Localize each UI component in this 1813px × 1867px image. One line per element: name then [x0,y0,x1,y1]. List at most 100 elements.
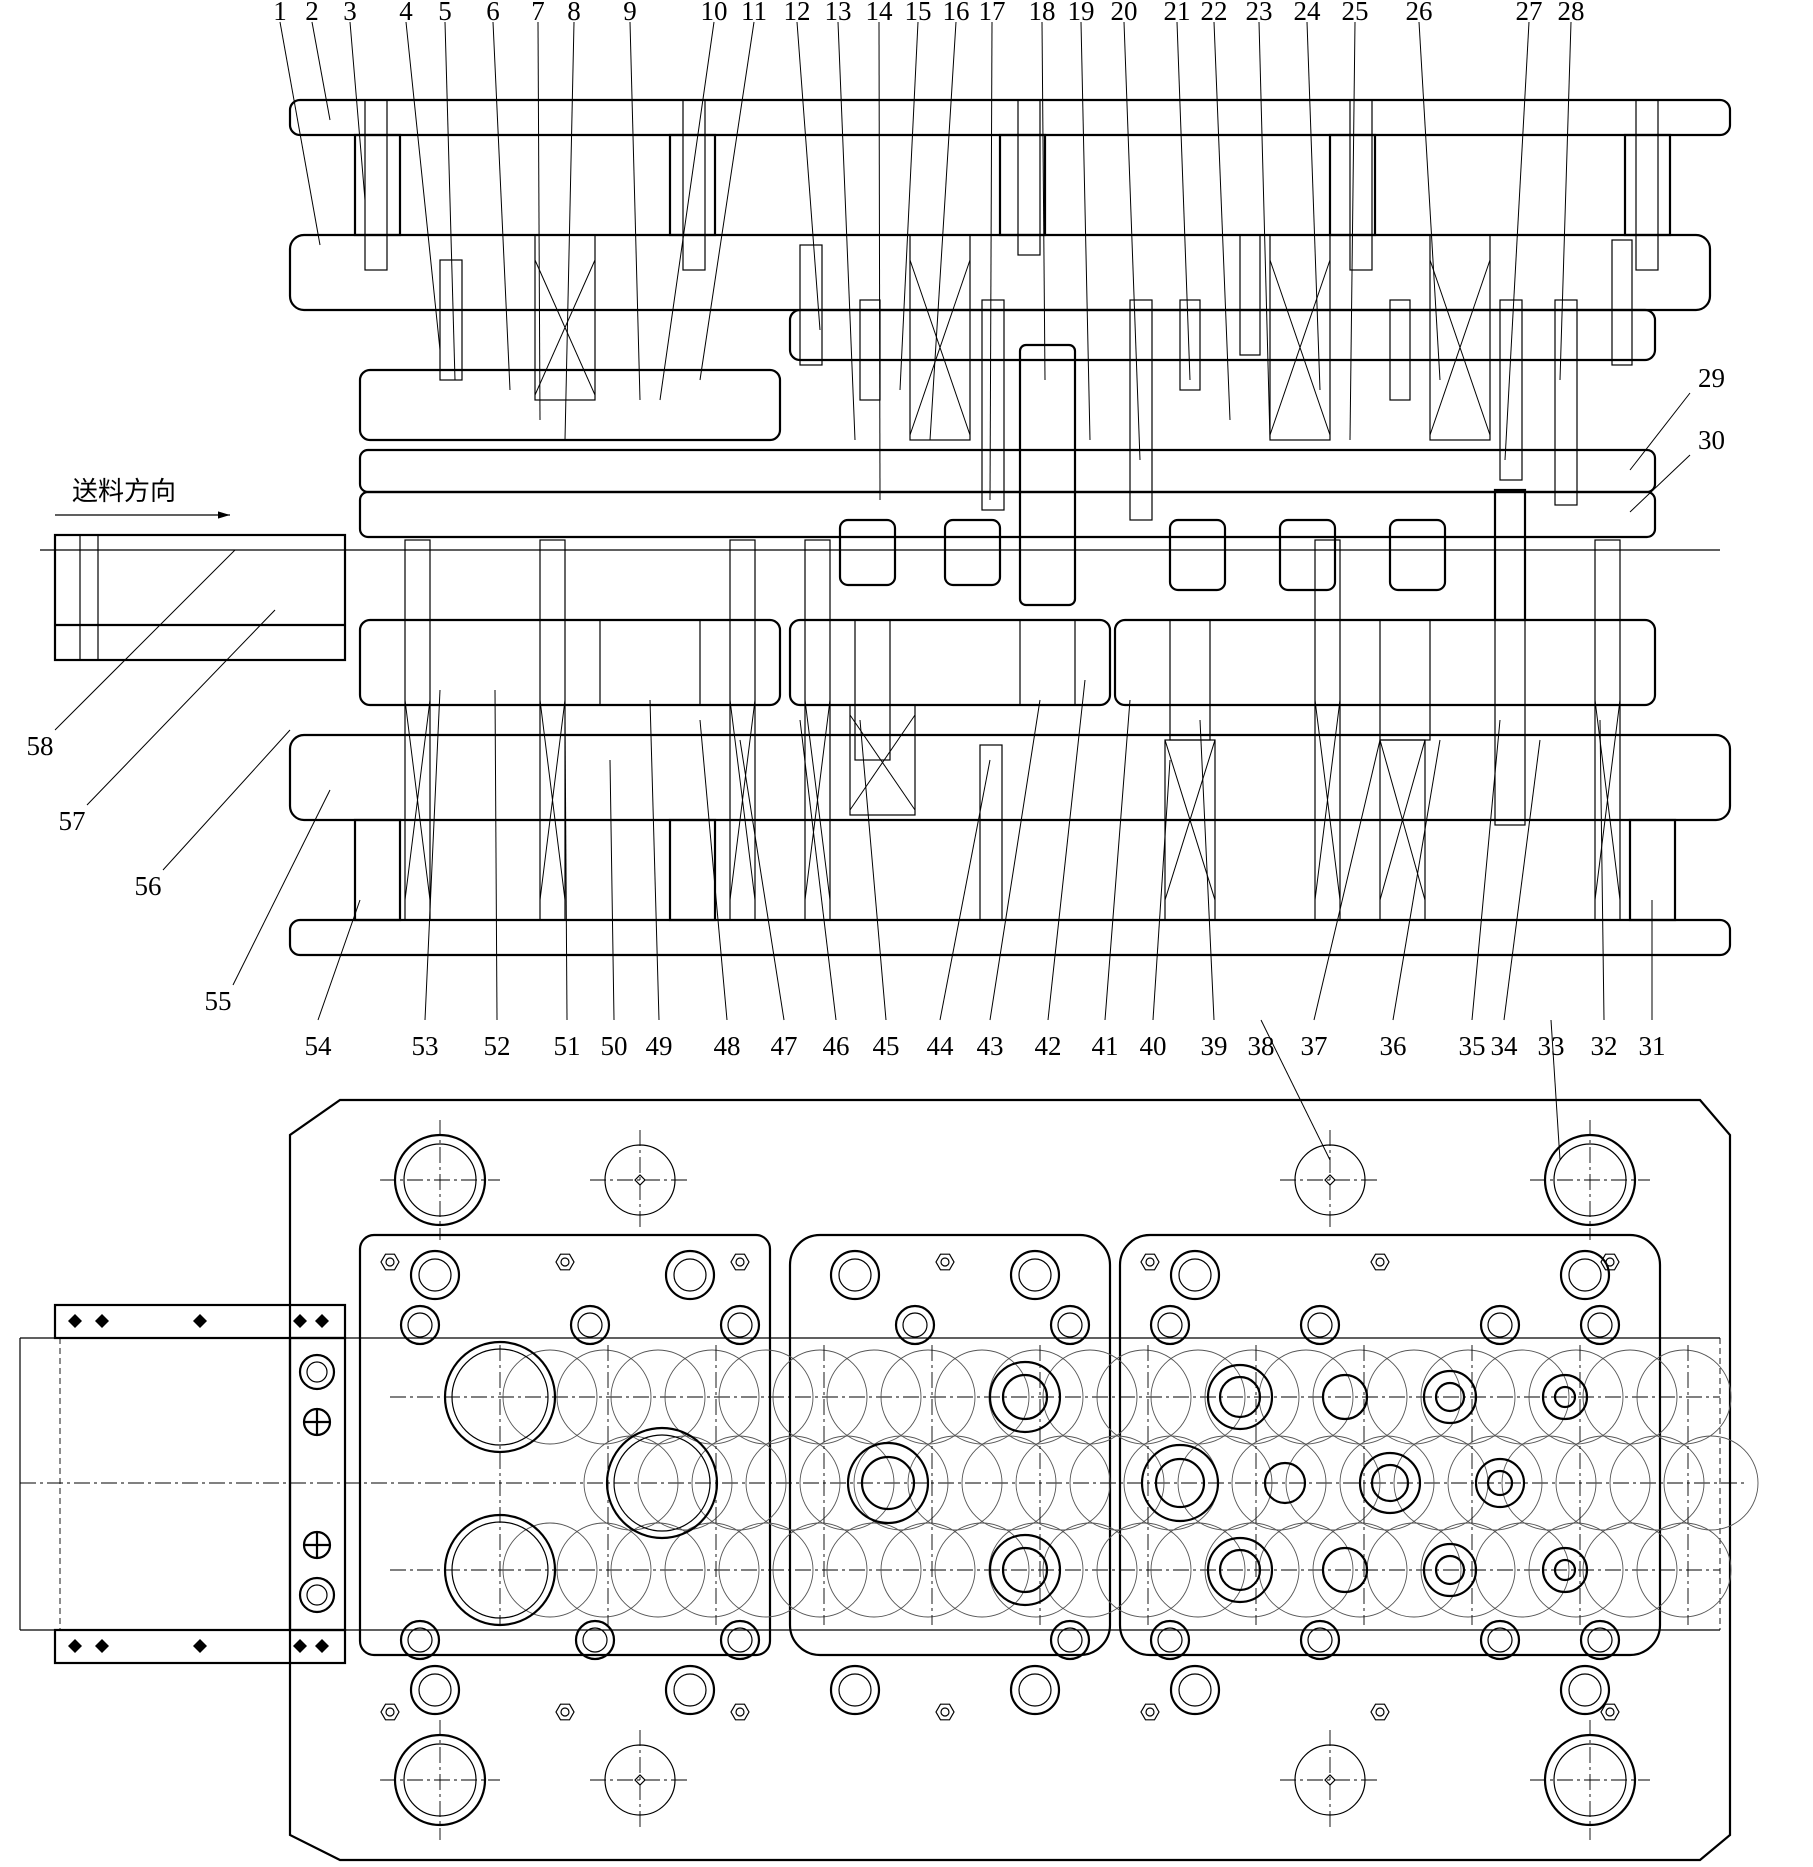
screw-socket [1178,1673,1212,1707]
screw-head [399,1619,441,1661]
screw-socket [577,1312,603,1338]
stripper-plate-lower [358,490,1657,539]
plan-view [19,1098,1759,1862]
screw-head [1149,1304,1191,1346]
strip-blank-outline [502,1522,598,1618]
callout-leader [1104,699,1131,1021]
strip-blank-outline [1042,1522,1138,1618]
screw-head [664,1249,716,1301]
callout-leader [989,699,1041,1021]
callout-number: 23 [1246,0,1273,26]
blanking-station [605,1426,719,1540]
screw-socket [1568,1673,1602,1707]
callout-number: 2 [305,0,319,26]
strip-blank-outline [664,1522,760,1618]
side-plate-screw [298,1576,336,1614]
callout-number: 49 [646,1031,673,1061]
callout-leader [1629,392,1691,471]
callout-leader [1213,21,1231,421]
hex-nut [380,1253,400,1271]
screw-socket [838,1258,872,1292]
screw-head [1049,1619,1091,1661]
lower-die-shoe [288,733,1732,822]
hex-nut [1140,1253,1160,1271]
plan-features [68,1120,1759,1840]
screw-socket [418,1258,452,1292]
callout-number: 58 [27,731,54,761]
guide-rail-top [53,1303,347,1340]
callout-number: 26 [1406,0,1433,26]
draw-station [1541,1546,1589,1594]
upper-spacer-blocks [353,133,1672,237]
callout-number: 6 [486,0,500,26]
callout-number: 53 [412,1031,439,1061]
screw-head [399,1304,441,1346]
hex-nut [1370,1703,1390,1721]
callout-number: 48 [714,1031,741,1061]
screw-head [1479,1304,1521,1346]
callout-leader [279,21,321,246]
callout-number: 50 [601,1031,628,1061]
screw-socket [407,1627,433,1653]
draw-station [1206,1363,1274,1431]
screw-socket [1057,1312,1083,1338]
screw-socket [1487,1627,1513,1653]
hex-nut [1600,1253,1620,1271]
dowel-center-mark [1324,1174,1336,1186]
strip-blank-outline [1663,1435,1759,1531]
strip-blank-outline [1420,1522,1516,1618]
callout-leader [1599,719,1605,1021]
callout-leader [859,719,887,1021]
screw-socket [407,1312,433,1338]
callout-leader [444,21,456,381]
screw-socket [727,1627,753,1653]
hex-nut [1140,1703,1160,1721]
draw-station [1358,1451,1422,1515]
blanking-station [443,1340,557,1454]
feed-guide-block [53,533,347,662]
callout-number: 8 [567,0,581,26]
guide-rail-marker [68,1314,82,1328]
guide-rail-marker [315,1314,329,1328]
screw-head [1299,1304,1341,1346]
callout-leader [739,739,785,1021]
plan-block-right [1118,1233,1662,1657]
screw-socket [1307,1627,1333,1653]
callout-leader [564,21,575,441]
strip-blank-outline [826,1522,922,1618]
strip-blank-outline [934,1522,1030,1618]
screw-head [829,1664,881,1716]
draw-station [1422,1369,1478,1425]
strip-blank-outline [1312,1522,1408,1618]
screw-head [719,1304,761,1346]
draw-station [1140,1443,1220,1523]
callout-leader [537,21,541,421]
die-base-outline [288,1098,1732,1862]
callout-number: 14 [866,0,894,26]
callout-leader [1392,739,1441,1021]
punch-holder-inserts [534,234,1491,816]
screw-head [894,1304,936,1346]
callout-number: 38 [1248,1031,1275,1061]
hex-nut [380,1703,400,1721]
callout-number: 10 [701,0,728,26]
strip-blank-outline [880,1522,976,1618]
guide-rail-marker [95,1639,109,1653]
screw-head [1169,1249,1221,1301]
callout-number: 22 [1201,0,1228,26]
callout-number: 12 [784,0,811,26]
callout-number: 45 [873,1031,900,1061]
strip-blank-outline [502,1349,598,1445]
callout-leader [1418,21,1441,381]
screw-socket [1057,1627,1083,1653]
callout-number: 5 [438,0,452,26]
side-plate-screw [298,1353,336,1391]
die-openings [599,619,1526,826]
screw-head [1559,1249,1611,1301]
callout-leader [349,21,366,201]
callout-leader [629,21,641,401]
screw-socket [1157,1627,1183,1653]
guide-rail-marker [193,1314,207,1328]
callout-leader [1503,739,1541,1021]
callout-leader [1258,21,1271,441]
